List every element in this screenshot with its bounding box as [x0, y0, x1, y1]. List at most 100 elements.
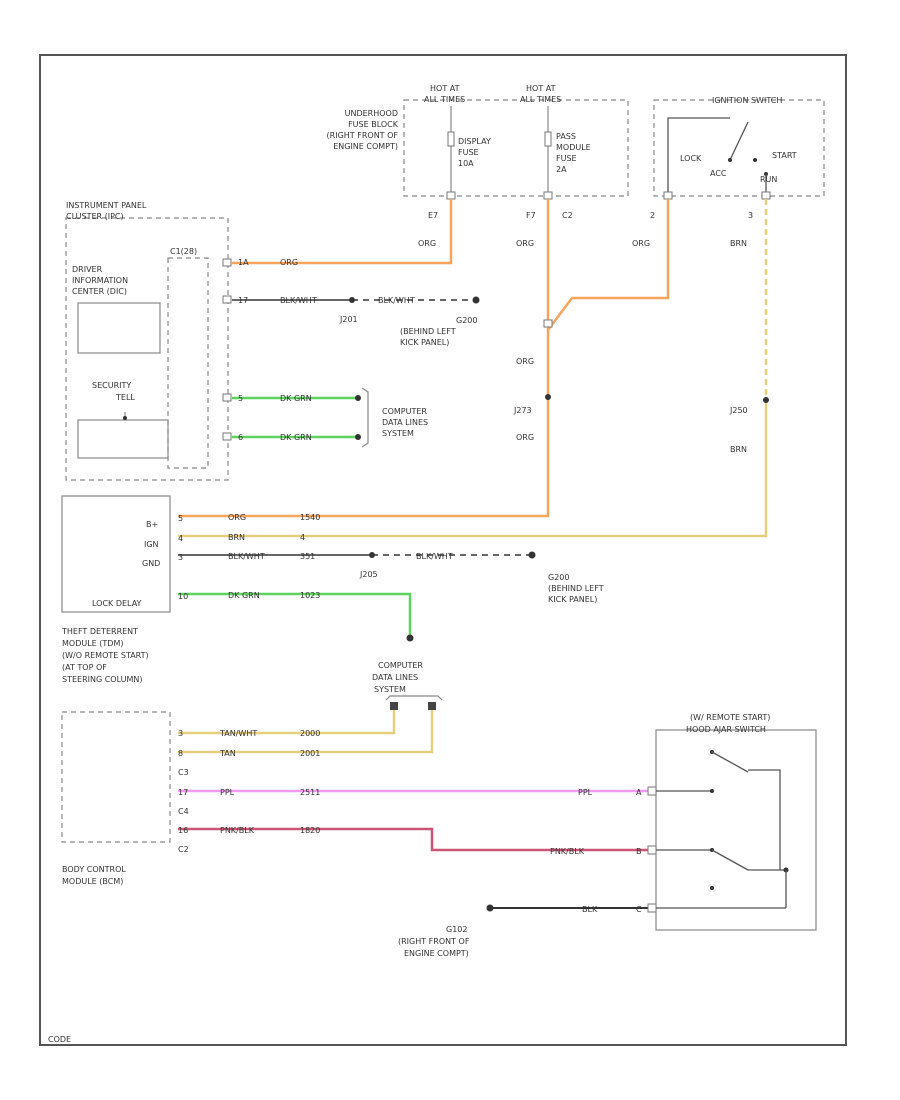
- ipc-wire-blkwht-b: BLK/WHT: [378, 296, 415, 305]
- bcm-pin-c3: C3: [178, 768, 189, 777]
- tdm-pin-gnd: GND: [142, 559, 160, 568]
- splice-j201: J201: [339, 315, 358, 324]
- fuse2-label-1: PASS: [556, 132, 576, 141]
- computer1-label-1: COMPUTER: [382, 407, 427, 416]
- wire-orange-ignition: [547, 199, 670, 331]
- bcm-wire-pnkblk: PNK/BLK: [220, 826, 255, 835]
- fuse-block-label-1: UNDERHOOD: [345, 109, 398, 118]
- ipc-pin-17: 17: [238, 296, 248, 305]
- hot-label-2a: HOT AT: [526, 84, 556, 93]
- ipc-wire-blkwht-a: BLK/WHT: [280, 296, 317, 305]
- hood-title-1: (W/ REMOTE START): [690, 713, 770, 722]
- ignition-run: RUN: [760, 175, 777, 184]
- bcm-pin-17: 17: [178, 788, 188, 797]
- bcm-circuit-1820: 1820: [300, 826, 320, 835]
- bcm-pin-c4: C4: [178, 807, 189, 816]
- tdm-label-2: MODULE (TDM): [62, 639, 123, 648]
- tdm-wire-blkwht-b: BLK/WHT: [416, 552, 453, 561]
- computer2-label-1: COMPUTER: [378, 661, 423, 670]
- computer2-label-2: DATA LINES: [372, 673, 418, 682]
- fuse2-label-2: MODULE: [556, 143, 591, 152]
- tdm-label-4: (AT TOP OF: [62, 663, 107, 672]
- computer1-label-2: DATA LINES: [382, 418, 428, 427]
- tdm-circuit-351: 351: [300, 552, 315, 561]
- bcm-wire-ppl-right: PPL: [578, 788, 593, 797]
- center-wire-brn: BRN: [730, 445, 747, 454]
- tdm-wire-dkgrn: DK GRN: [228, 591, 260, 600]
- ground-g102-icon: [486, 904, 494, 912]
- bcm-wire-tan: TAN: [219, 749, 236, 758]
- fuse-pin-c2: C2: [562, 211, 573, 220]
- ignition-pin-2: 2: [650, 211, 655, 220]
- g102-label-2: (RIGHT FRONT OF: [398, 937, 470, 946]
- bcm-wire-tanwht: TAN/WHT: [219, 729, 257, 738]
- wire-green-tdm: [178, 592, 412, 636]
- g200a-label-2: (BEHIND LEFT: [400, 327, 456, 336]
- hood-ajar-switch: (W/ REMOTE START) HOOD AJAR SWITCH A B C: [636, 713, 817, 931]
- bcm-pin-8: 8: [178, 749, 183, 758]
- ipc-pin-6: 6: [238, 433, 243, 442]
- fuse1-label-1: DISPLAY: [458, 137, 491, 146]
- splice-j250-icon: [763, 397, 769, 403]
- tdm-pinnum-10: 10: [178, 592, 188, 601]
- g200a-label-3: KICK PANEL): [400, 338, 449, 347]
- splice-j273-icon: [545, 394, 551, 400]
- frame-code: CODE: [48, 1035, 71, 1044]
- fuse-wire-1: ORG: [418, 239, 436, 248]
- g200a-label-1: G200: [456, 316, 477, 325]
- bcm-pin-16: 16: [178, 826, 188, 835]
- wire-brn-lower: [178, 400, 768, 538]
- bcm-pin-3: 3: [178, 729, 183, 738]
- tdm-wire-brn: BRN: [228, 533, 245, 542]
- tdm-wire-blkwht: BLK/WHT: [228, 552, 265, 561]
- tdm-circuit-1540: 1540: [300, 513, 320, 522]
- tdm-pinnum-4: 4: [178, 534, 183, 543]
- fuse2-label-4: 2A: [556, 165, 567, 174]
- wires: [178, 199, 768, 909]
- ignition-switch-title: IGNITION SWITCH: [712, 96, 782, 105]
- ignition-wire-2: BRN: [730, 239, 747, 248]
- hood-pin-c: C: [636, 905, 642, 914]
- computer2-label-3: SYSTEM: [374, 685, 406, 694]
- security-label-1: SECURITY: [92, 381, 131, 390]
- bcm-label-2: MODULE (BCM): [62, 877, 123, 886]
- bcm-wire-pnkblk-right: PNK/BLK: [550, 847, 585, 856]
- ignition-start: START: [772, 151, 797, 160]
- ground-g200b-icon: [528, 551, 536, 559]
- fuse2-label-3: FUSE: [556, 154, 577, 163]
- computer1-label-3: SYSTEM: [382, 429, 414, 438]
- wire-tan-white: [178, 710, 396, 735]
- fuse-wire-2: ORG: [516, 239, 534, 248]
- tdm-circuit-1023: 1023: [300, 591, 320, 600]
- bcm-label-1: BODY CONTROL: [62, 865, 126, 874]
- fuse-pin-e7: E7: [428, 211, 438, 220]
- tdm-pinnum-5: 5: [178, 514, 183, 523]
- g200b-label-1: G200: [548, 573, 569, 582]
- center-wire-org-2: ORG: [516, 433, 534, 442]
- fuse1-label-2: FUSE: [458, 148, 479, 157]
- g200b-label-2: (BEHIND LEFT: [548, 584, 604, 593]
- ipc-title-2: CLUSTER (IPC): [66, 212, 124, 221]
- theft-deterrent-module: LOCK DELAY B+ IGN GND 5 4 3 10 ORG 1540 …: [61, 495, 536, 684]
- ignition-acc: ACC: [710, 169, 727, 178]
- ipc-wire-dkgrn-1: DK GRN: [280, 394, 312, 403]
- ignition-wire-1: ORG: [632, 239, 650, 248]
- body-control-module: 3 8 C3 17 C4 16 C2 TAN/WHT 2000 TAN 2001…: [61, 711, 593, 886]
- ipc-wire-dkgrn-2: DK GRN: [280, 433, 312, 442]
- hood-title-2: HOOD AJAR SWITCH: [686, 725, 766, 734]
- pass-module-fuse-icon: [544, 131, 552, 147]
- fuse-block-label-2: FUSE BLOCK: [348, 120, 399, 129]
- dic-label-2: INFORMATION: [72, 276, 128, 285]
- wire-pnk-blk: [178, 827, 648, 852]
- bcm-circuit-2000: 2000: [300, 729, 320, 738]
- hot-label-2b: ALL TIMES: [520, 95, 561, 104]
- hood-pin-b: B: [636, 847, 642, 856]
- dic-label-1: DRIVER: [72, 265, 103, 274]
- dic-label-3: CENTER (DIC): [72, 287, 127, 296]
- ignition-switch: IGNITION SWITCH LOCK ACC START RUN 2 3 O…: [632, 96, 825, 248]
- tdm-label-1: THEFT DETERRENT: [61, 627, 138, 636]
- tdm-pin-ign: IGN: [144, 540, 159, 549]
- wire-orange-tdm: [178, 199, 550, 518]
- tdm-inner-label: LOCK DELAY: [92, 599, 142, 608]
